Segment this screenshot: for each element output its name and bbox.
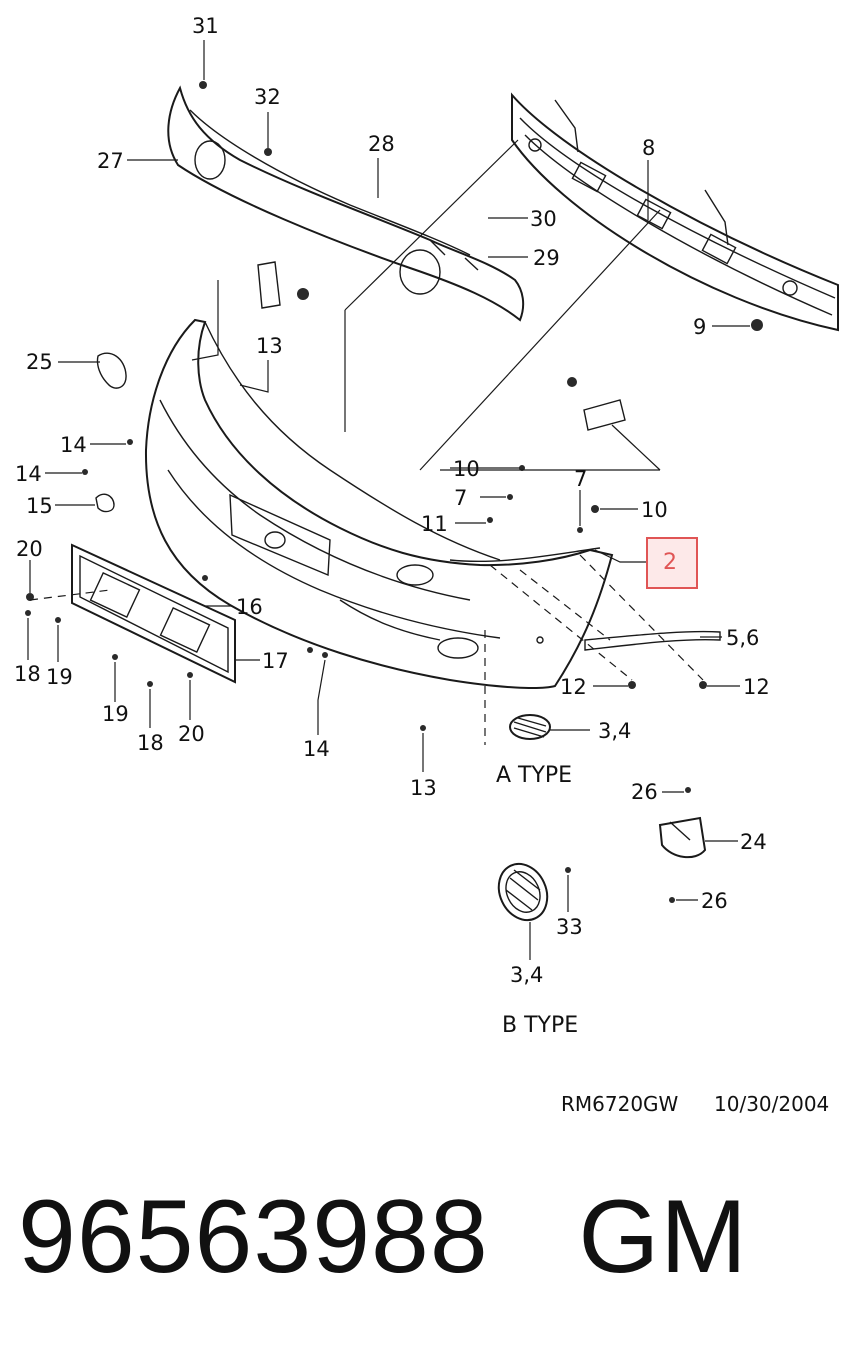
- drawing-reference: RM6720GW: [561, 1092, 679, 1116]
- callout-3-4-b: 3,4: [510, 963, 543, 987]
- callout-19-b: 19: [102, 702, 129, 726]
- bumper-fascia-2: [144, 318, 614, 689]
- part-15-plug: [95, 493, 115, 513]
- part-pad: [583, 399, 626, 431]
- callout-10-a: 10: [453, 457, 480, 481]
- type-b-label: B TYPE: [502, 1013, 578, 1038]
- callout-14-c: 14: [303, 737, 330, 761]
- callout-13-top: 13: [256, 334, 283, 358]
- callout-20-b: 20: [178, 722, 205, 746]
- upper-bracket-27: [167, 85, 525, 322]
- callout-33: 33: [556, 915, 583, 939]
- callout-24: 24: [740, 830, 767, 854]
- part-clip-bracket: [257, 261, 281, 309]
- callout-labels: 31 32 27 28 30 29 8 9 13 25 14 14 15 10 …: [14, 14, 829, 1116]
- callout-11: 11: [421, 512, 448, 536]
- callout-9: 9: [693, 315, 706, 339]
- spacer: [489, 1179, 579, 1295]
- callout-14-b: 14: [15, 462, 42, 486]
- callout-14-a: 14: [60, 433, 87, 457]
- highlight-box: [646, 537, 698, 589]
- callout-17: 17: [262, 649, 289, 673]
- callout-26-a: 26: [631, 780, 658, 804]
- license-bracket-17: [71, 543, 236, 684]
- callout-8: 8: [642, 136, 655, 160]
- callout-13-bottom: 13: [410, 776, 437, 800]
- alignment-lines: [29, 554, 704, 745]
- callout-15: 15: [26, 494, 53, 518]
- callout-7-b: 7: [574, 467, 587, 491]
- fog-cover-a-type: [509, 714, 551, 740]
- callout-30: 30: [530, 207, 557, 231]
- side-bracket-24: [658, 816, 707, 859]
- leader-lines: [27, 40, 750, 960]
- callout-7-a: 7: [454, 486, 467, 510]
- part-25-cap: [96, 352, 127, 389]
- callout-10-b: 10: [641, 498, 668, 522]
- callout-26-b: 26: [701, 889, 728, 913]
- callout-18-b: 18: [137, 731, 164, 755]
- part-number-line: 96563988 GM: [18, 1185, 748, 1289]
- callout-18-a: 18: [14, 662, 41, 686]
- callout-19-a: 19: [46, 665, 73, 689]
- callout-16: 16: [236, 595, 263, 619]
- callout-32: 32: [254, 85, 281, 109]
- callout-25: 25: [26, 350, 53, 374]
- callout-12-b: 12: [743, 675, 770, 699]
- callout-29: 29: [533, 246, 560, 270]
- callout-3-4-a: 3,4: [598, 719, 631, 743]
- callout-31: 31: [192, 14, 219, 38]
- drawing-date: 10/30/2004: [714, 1092, 829, 1116]
- callout-20-a: 20: [16, 537, 43, 561]
- callout-5-6: 5,6: [726, 626, 759, 650]
- fog-cover-b-type: [497, 862, 549, 922]
- brand: GM: [578, 1179, 748, 1295]
- callout-12-a: 12: [560, 675, 587, 699]
- callout-27: 27: [97, 149, 124, 173]
- reinforcement-beam-8: [511, 92, 839, 332]
- molding-5-6: [584, 630, 721, 651]
- retainer-strip: [449, 547, 601, 563]
- type-a-label: A TYPE: [496, 763, 572, 788]
- part-number: 96563988: [18, 1179, 489, 1295]
- callout-28: 28: [368, 132, 395, 156]
- parts-diagram: 31 32 27 28 30 29 8 9 13 25 14 14 15 10 …: [14, 14, 839, 1116]
- callout-2: 2: [663, 550, 677, 575]
- fasteners: [25, 81, 763, 903]
